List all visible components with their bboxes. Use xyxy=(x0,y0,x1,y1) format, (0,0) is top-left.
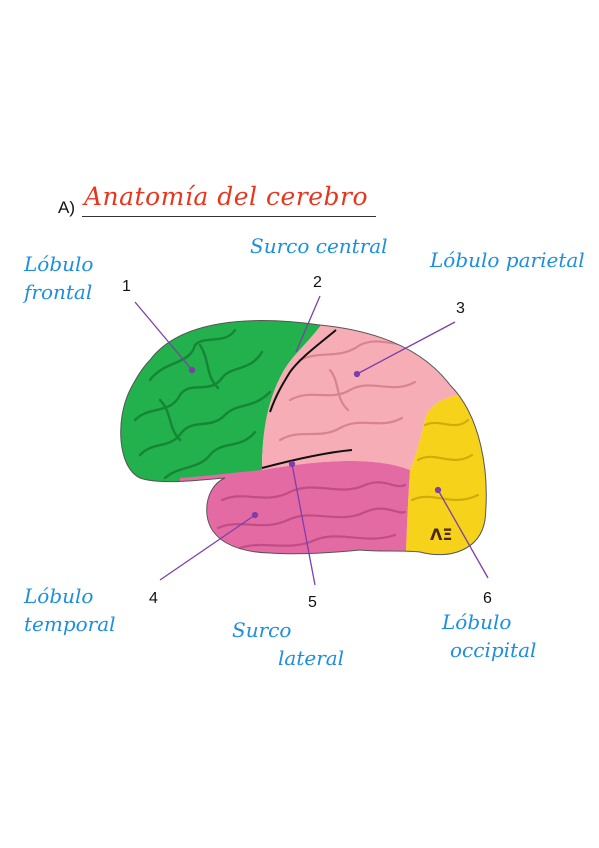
logo-mark: ΛΞ xyxy=(430,525,453,544)
leader-line-5 xyxy=(291,463,316,586)
leader-line-4 xyxy=(159,514,256,581)
leader-line-1 xyxy=(134,301,193,371)
label-temporal-lobe: Lóbulo temporal xyxy=(24,582,116,638)
leader-lines xyxy=(134,295,489,586)
leader-dot-4 xyxy=(251,511,259,519)
brain-lobes xyxy=(120,320,487,555)
label-lateral-sulcus: Surco lateral xyxy=(232,616,344,672)
temporal-gyri xyxy=(216,481,407,550)
label-frontal-line-2: frontal xyxy=(24,280,93,304)
label-temporal-line-1: Lóbulo xyxy=(24,584,94,608)
label-number-6: 6 xyxy=(483,590,492,607)
leader-dot-1 xyxy=(188,366,196,374)
label-occipital-lobe: Lóbulo occipital xyxy=(442,608,536,664)
leader-line-2 xyxy=(295,295,321,353)
central-sulcus xyxy=(269,329,337,413)
label-lateral-line-2: lateral xyxy=(278,646,345,670)
label-number-1: 1 xyxy=(122,278,131,295)
leader-dot-3 xyxy=(353,370,361,378)
leader-line-6 xyxy=(437,489,489,579)
occipital-lobe xyxy=(405,390,487,555)
label-occipital-line-2: occipital xyxy=(450,638,537,662)
label-central-sulcus: Surco central xyxy=(250,234,388,258)
label-number-5: 5 xyxy=(308,594,317,611)
label-occipital-line-1: Lóbulo xyxy=(442,610,512,634)
lateral-sulcus xyxy=(261,449,353,469)
title-underline xyxy=(82,216,376,217)
label-parietal-lobe: Lóbulo parietal xyxy=(430,248,585,272)
label-temporal-line-2: temporal xyxy=(24,612,116,636)
frontal-gyri xyxy=(133,328,272,480)
leader-dot-5 xyxy=(288,460,296,468)
label-frontal-line-1: Lóbulo xyxy=(24,252,94,276)
leader-line-3 xyxy=(356,321,456,375)
label-number-2: 2 xyxy=(313,274,322,291)
leader-dot-6 xyxy=(434,486,442,494)
label-lateral-line-1: Surco xyxy=(232,618,292,642)
title-prefix: A) xyxy=(58,198,75,217)
brain-outline xyxy=(120,320,487,556)
title-row: A) Anatomía del cerebro xyxy=(58,182,378,220)
label-number-4: 4 xyxy=(149,590,158,607)
label-frontal-lobe: Lóbulo frontal xyxy=(24,250,93,306)
page-title: Anatomía del cerebro xyxy=(84,182,368,211)
label-number-3: 3 xyxy=(456,300,465,317)
